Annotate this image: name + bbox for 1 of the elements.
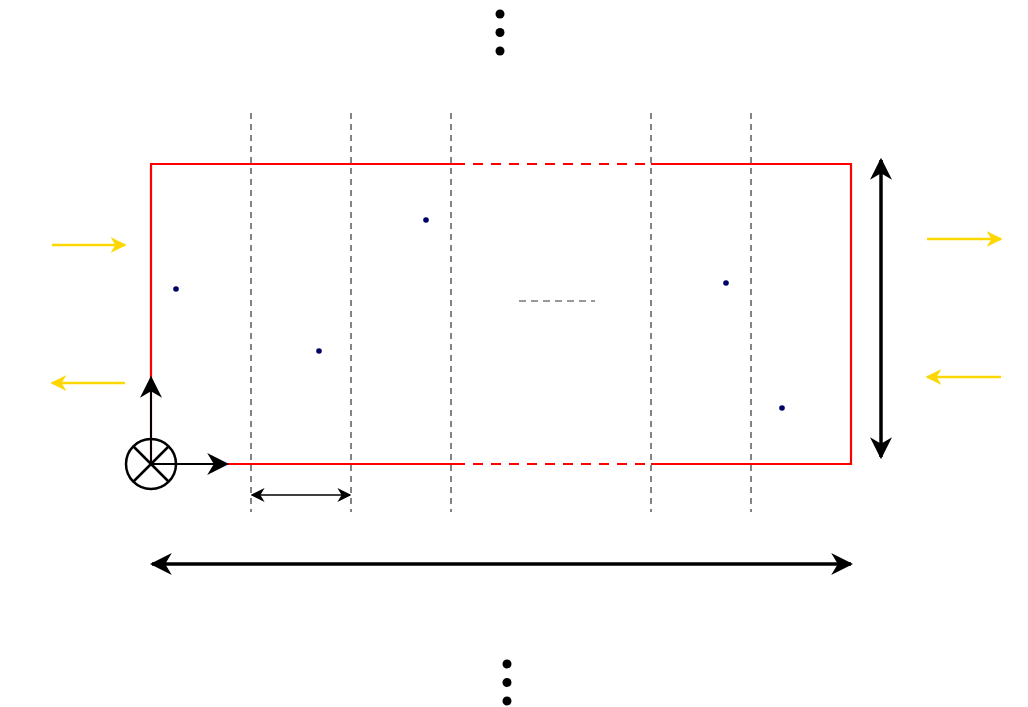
simulation-box — [149, 162, 853, 466]
